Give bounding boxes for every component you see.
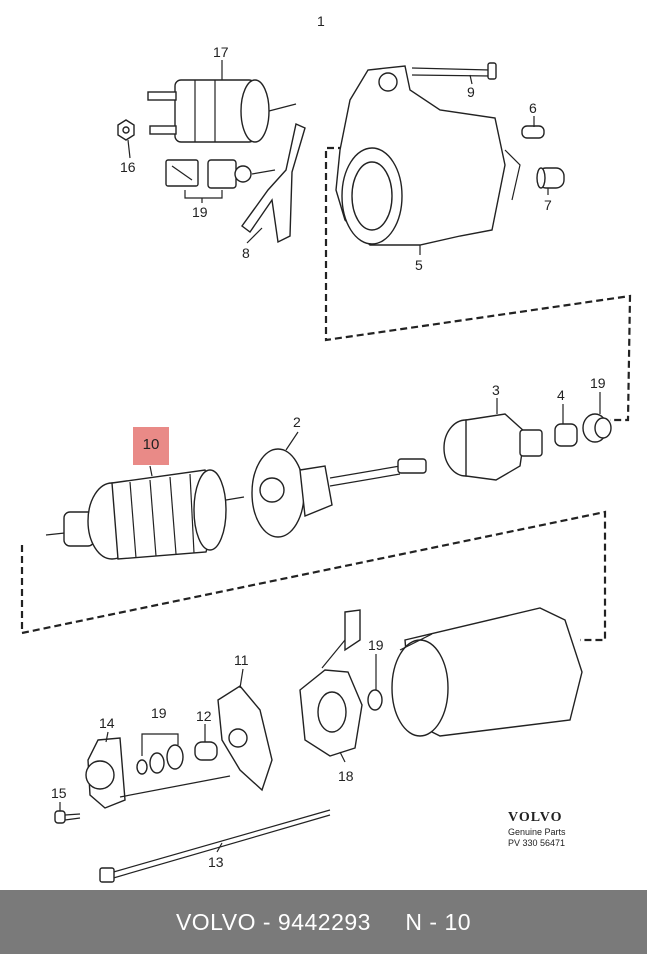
callout-14: 14 [99,715,115,731]
exploded-parts-diagram: 1 17 9 6 16 7 19 8 5 3 4 19 2 11 19 14 1… [20,13,632,883]
part-solenoid [147,79,297,143]
callout-18: 18 [338,768,354,784]
part-bushing-rear [194,741,218,761]
callout-numbers: 1 17 9 6 16 7 19 8 5 3 4 19 2 11 19 14 1… [51,13,606,870]
part-bushing-mid [554,423,578,447]
callout-9: 9 [467,84,475,100]
callout-16: 16 [120,159,136,175]
part-end-plate [217,685,273,792]
leader-lines [59,60,601,853]
highlighted-part-number: 10 [142,436,160,453]
part-armature [45,469,245,560]
callout-8: 8 [242,245,250,261]
callout-1: 1 [317,13,325,29]
part-drive-end-housing [335,65,521,246]
part-washer-set [136,733,184,775]
callout-7: 7 [544,197,552,213]
callout-15: 15 [51,785,67,801]
callout-11: 11 [234,652,249,668]
footer-part-text: VOLVO - 9442293 N - 10 [175,908,472,935]
part-bushing-front [536,167,565,189]
part-long-bolt [411,62,497,80]
callout-2: 2 [293,414,301,430]
part-field-frame [391,607,583,737]
part-contact-kit [165,159,276,199]
highlighted-part-callout: 10 [133,427,169,465]
callout-4: 4 [557,387,565,403]
callout-6: 6 [529,100,537,116]
brand-subtitle: Genuine Parts [508,827,566,837]
footer-bar: VOLVO - 9442293 N - 10 [0,890,647,954]
callout-19-right: 19 [368,637,384,653]
part-shift-fork [241,123,306,244]
part-intermediate-plate [251,448,427,538]
part-washer-single [367,689,383,711]
assembly-dashed-lines [20,146,632,642]
callout-19-mid: 19 [590,375,606,391]
callout-5: 5 [415,257,423,273]
part-end-cap [85,737,231,809]
brand-code: PV 330 56471 [508,838,566,848]
callout-19-bottom: 19 [151,705,167,721]
part-through-bolt [99,809,331,883]
part-brush-holder [299,609,363,757]
callout-3: 3 [492,382,500,398]
brand-logo: VOLVO [508,810,563,825]
brand-block: VOLVO Genuine Parts PV 330 56471 [508,810,608,848]
part-nut [117,119,135,141]
callout-12: 12 [196,708,212,724]
callout-13: 13 [208,854,224,870]
part-stop-ring-set [582,413,612,443]
part-pin [521,125,545,139]
part-screw [54,810,81,824]
part-pinion-drive [443,413,543,481]
callout-19-top: 19 [192,204,208,220]
callout-17: 17 [213,44,229,60]
